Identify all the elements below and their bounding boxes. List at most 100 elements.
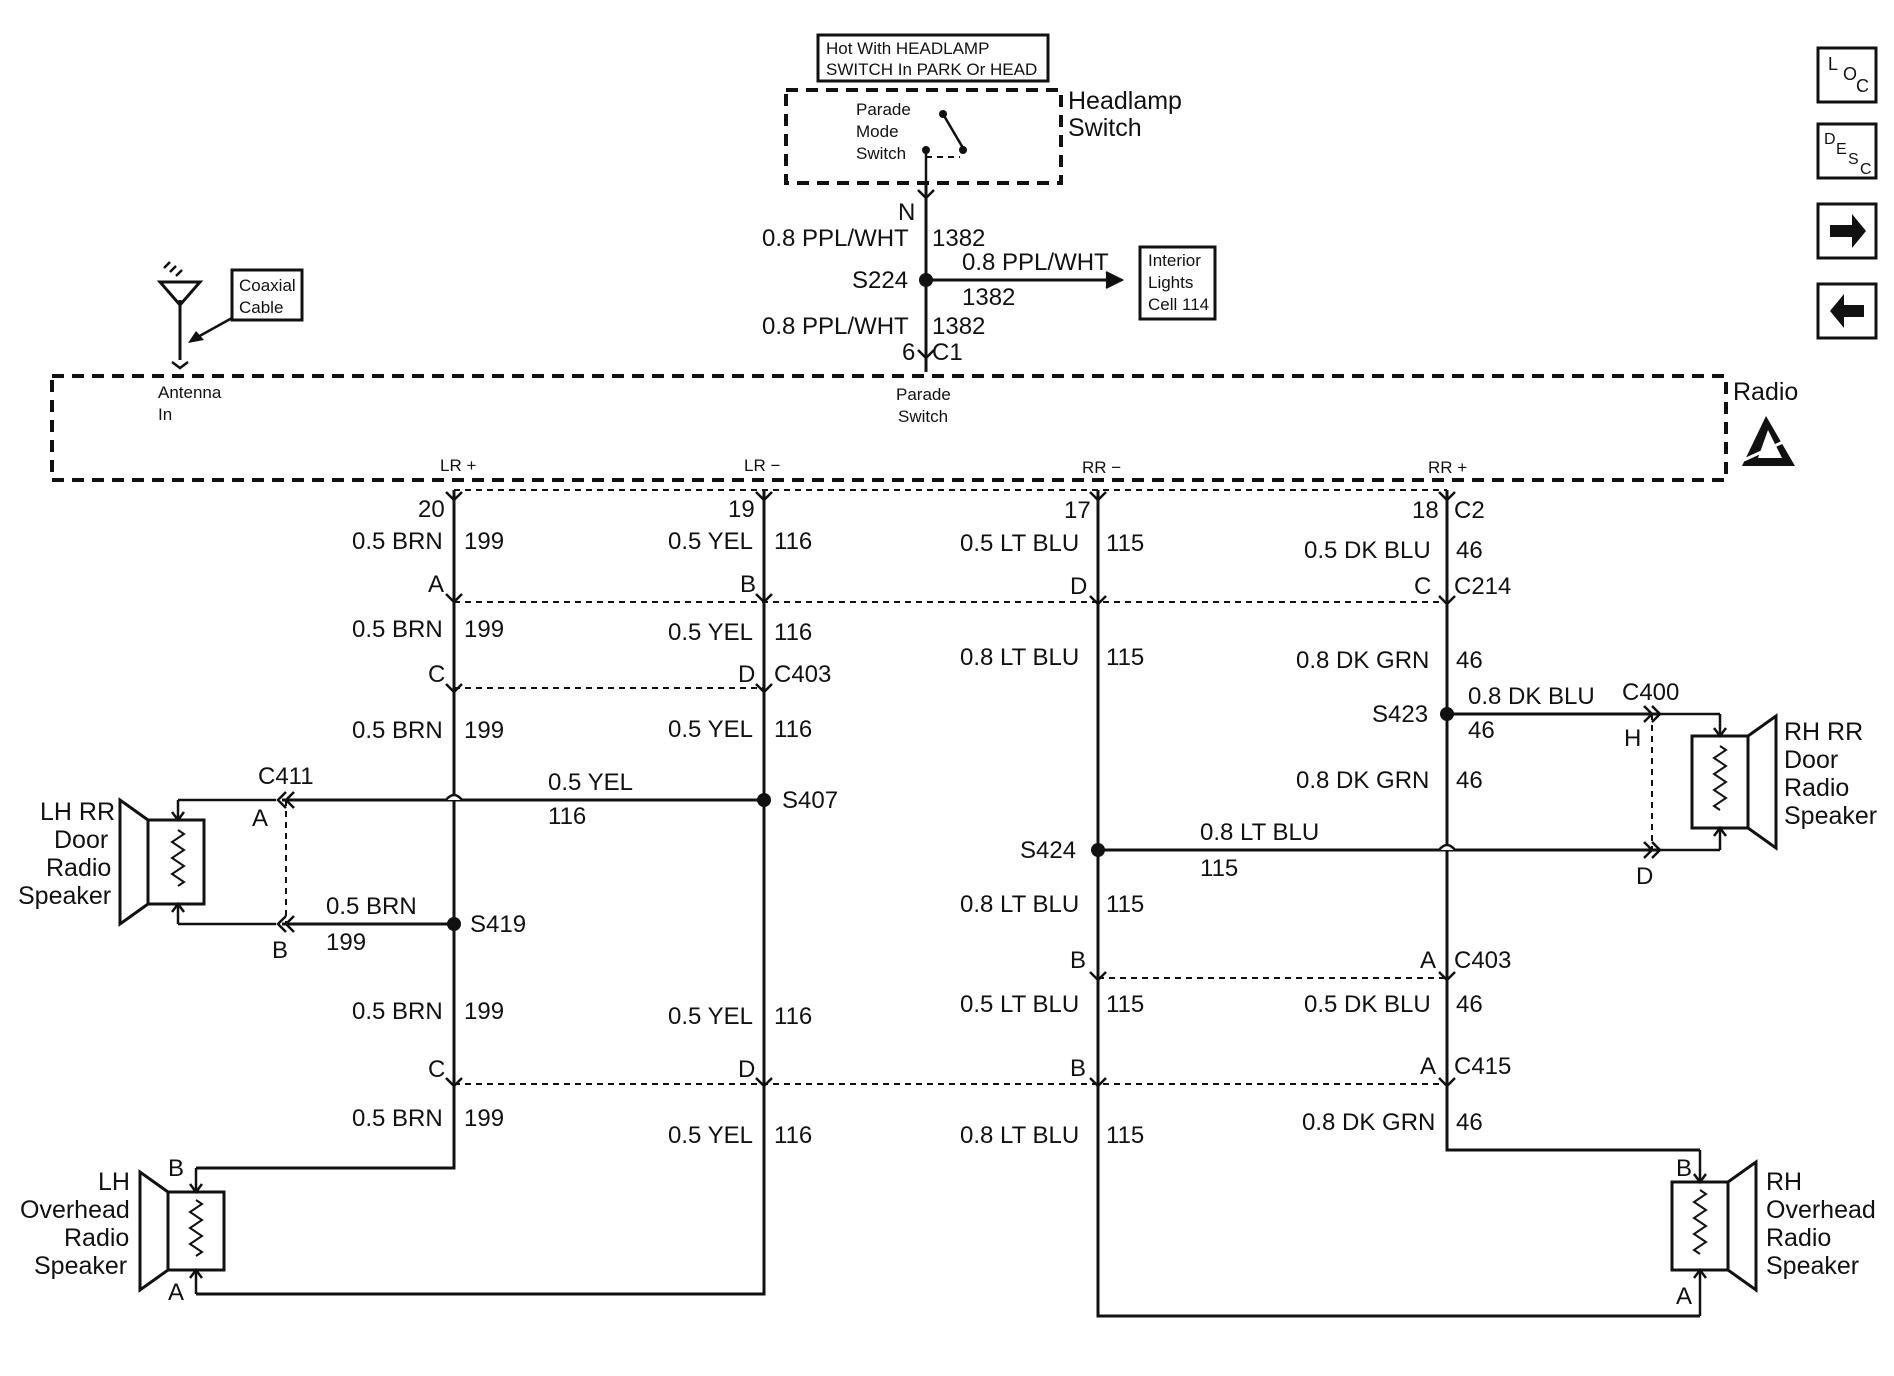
svg-text:Radio: Radio <box>1784 774 1849 802</box>
parade-mode-label-2: Mode <box>856 122 899 141</box>
terminal-lr-plus: LR + <box>440 456 476 475</box>
svg-text:115: 115 <box>1106 891 1144 918</box>
svg-text:0.5 YEL: 0.5 YEL <box>668 716 753 743</box>
loc-button[interactable]: L O C <box>1816 46 1878 104</box>
svg-text:A: A <box>428 571 444 598</box>
wire-color-bottom: 0.8 PPL/WHT <box>762 313 909 340</box>
loc-c: C <box>1856 76 1869 96</box>
svg-text:0.5 BRN: 0.5 BRN <box>352 998 443 1025</box>
parade-mode-label: Parade <box>856 100 911 119</box>
rh-overhead-lt-blu-wire <box>1096 1086 1700 1318</box>
rh-door-lt-circuit: 115 <box>1200 855 1238 882</box>
svg-text:Speaker: Speaker <box>34 1252 127 1280</box>
arrow-left-icon <box>1830 294 1864 328</box>
lh-overhead-brn-wire <box>196 1086 456 1170</box>
coaxial-cable-box: Coaxial Cable <box>230 268 304 322</box>
svg-text:116: 116 <box>774 1003 812 1030</box>
svg-text:Radio: Radio <box>46 854 111 882</box>
back-button[interactable] <box>1816 282 1878 340</box>
hot-box-line1: Hot With HEADLAMP <box>826 39 989 58</box>
conn-c400: C400 <box>1622 679 1679 706</box>
loc-o: O <box>1843 64 1857 84</box>
svg-text:199: 199 <box>464 717 504 744</box>
desc-s: S <box>1848 151 1859 168</box>
arrow-right-icon <box>1830 214 1866 248</box>
svg-text:46: 46 <box>1456 537 1483 564</box>
wire-crossover-2 <box>1438 843 1456 851</box>
lh-overhead-pin-b: B <box>168 1155 184 1182</box>
lh-overhead-yel-wire <box>196 1086 766 1296</box>
lr-plus-labels: 0.5 BRN 199 A 0.5 BRN 199 C 0.5 BRN 199 … <box>352 528 504 1132</box>
lh-door-yel-color: 0.5 YEL <box>548 769 633 796</box>
antenna-icon <box>156 261 204 370</box>
radio-outline <box>50 374 1728 482</box>
branch-circuit: 1382 <box>962 284 1015 311</box>
svg-text:46: 46 <box>1456 1109 1483 1136</box>
coax-line2: Cable <box>239 298 283 317</box>
headlamp-switch-label-2: Switch <box>1068 114 1142 142</box>
svg-text:C: C <box>1414 573 1431 600</box>
forward-button[interactable] <box>1816 202 1878 260</box>
svg-text:Door: Door <box>1784 746 1838 774</box>
antenna-in-label: Antenna <box>158 383 222 402</box>
rh-door-blu-circuit: 46 <box>1468 717 1495 744</box>
c411-pin-a: A <box>252 805 268 832</box>
splice-s407-label: S407 <box>782 787 838 814</box>
svg-text:RH RR: RH RR <box>1784 718 1863 746</box>
wire-crossover <box>445 793 463 801</box>
svg-text:C415: C415 <box>1454 1053 1511 1080</box>
svg-text:Speaker: Speaker <box>1766 1252 1859 1280</box>
svg-text:0.5 YEL: 0.5 YEL <box>668 1003 753 1030</box>
svg-text:0.5 YEL: 0.5 YEL <box>668 1122 753 1149</box>
arrow-to-interior <box>1105 271 1125 289</box>
svg-text:Door: Door <box>54 826 108 854</box>
lh-overhead-speaker-icon <box>138 1168 226 1294</box>
conn-c2: C2 <box>1454 497 1485 524</box>
svg-text:0.5 LT BLU: 0.5 LT BLU <box>960 991 1079 1018</box>
splice-s407 <box>757 793 771 807</box>
lh-rr-door-speaker-label: LH RR Door Radio Speaker <box>18 798 115 910</box>
svg-text:0.5 DK BLU: 0.5 DK BLU <box>1304 991 1431 1018</box>
rh-rr-door-speaker-icon <box>1660 712 1778 852</box>
svg-text:199: 199 <box>464 998 504 1025</box>
pin-n: N <box>898 199 915 226</box>
svg-text:0.5 YEL: 0.5 YEL <box>668 528 753 555</box>
c400-pin-d: D <box>1636 863 1653 890</box>
lr-minus-labels: 0.5 YEL 116 B 0.5 YEL 116 D C403 0.5 YEL… <box>668 528 831 1149</box>
svg-text:116: 116 <box>774 1122 812 1149</box>
desc-button[interactable]: D E S C <box>1816 122 1878 180</box>
lh-overhead-speaker-label: LH Overhead Radio Speaker <box>20 1168 130 1280</box>
interior-box-line3: Cell 114 <box>1148 295 1209 314</box>
esd-warning-icon <box>1742 416 1797 466</box>
lh-door-yel-circuit: 116 <box>548 803 586 830</box>
parade-mode-label-3: Switch <box>856 144 906 163</box>
svg-text:C: C <box>428 1056 445 1083</box>
rr-plus-labels: 0.5 DK BLU 46 C C214 0.8 DK GRN 46 0.8 D… <box>1296 537 1511 1136</box>
loc-l: L <box>1828 54 1838 74</box>
rh-door-lt-color: 0.8 LT BLU <box>1200 819 1319 846</box>
hot-box-line2: SWITCH In PARK Or HEAD <box>826 60 1037 79</box>
svg-text:LH RR: LH RR <box>40 798 115 826</box>
splice-s424-label: S424 <box>1020 837 1076 864</box>
headlamp-switch-label: Headlamp <box>1068 87 1182 115</box>
parade-switch-label: Parade <box>896 385 951 404</box>
connector-c1-symbol <box>917 349 935 360</box>
svg-text:Radio: Radio <box>64 1224 129 1252</box>
svg-text:46: 46 <box>1456 647 1483 674</box>
circuit-top: 1382 <box>932 225 985 252</box>
desc-d: D <box>1824 131 1836 148</box>
connector-n-symbol <box>917 189 935 200</box>
antenna-in-label-2: In <box>158 405 172 424</box>
lh-overhead-pin-a: A <box>168 1279 184 1306</box>
svg-text:0.5 LT BLU: 0.5 LT BLU <box>960 530 1079 557</box>
svg-text:115: 115 <box>1106 644 1144 671</box>
svg-text:0.8 DK GRN: 0.8 DK GRN <box>1302 1109 1435 1136</box>
svg-text:Speaker: Speaker <box>18 882 111 910</box>
svg-text:0.5 BRN: 0.5 BRN <box>352 616 443 643</box>
svg-text:C214: C214 <box>1454 573 1511 600</box>
lh-door-brn-color: 0.5 BRN <box>326 893 417 920</box>
svg-text:RH: RH <box>1766 1168 1802 1196</box>
svg-text:0.8 LT BLU: 0.8 LT BLU <box>960 1122 1079 1149</box>
svg-text:116: 116 <box>774 528 812 555</box>
svg-text:C403: C403 <box>774 661 831 688</box>
